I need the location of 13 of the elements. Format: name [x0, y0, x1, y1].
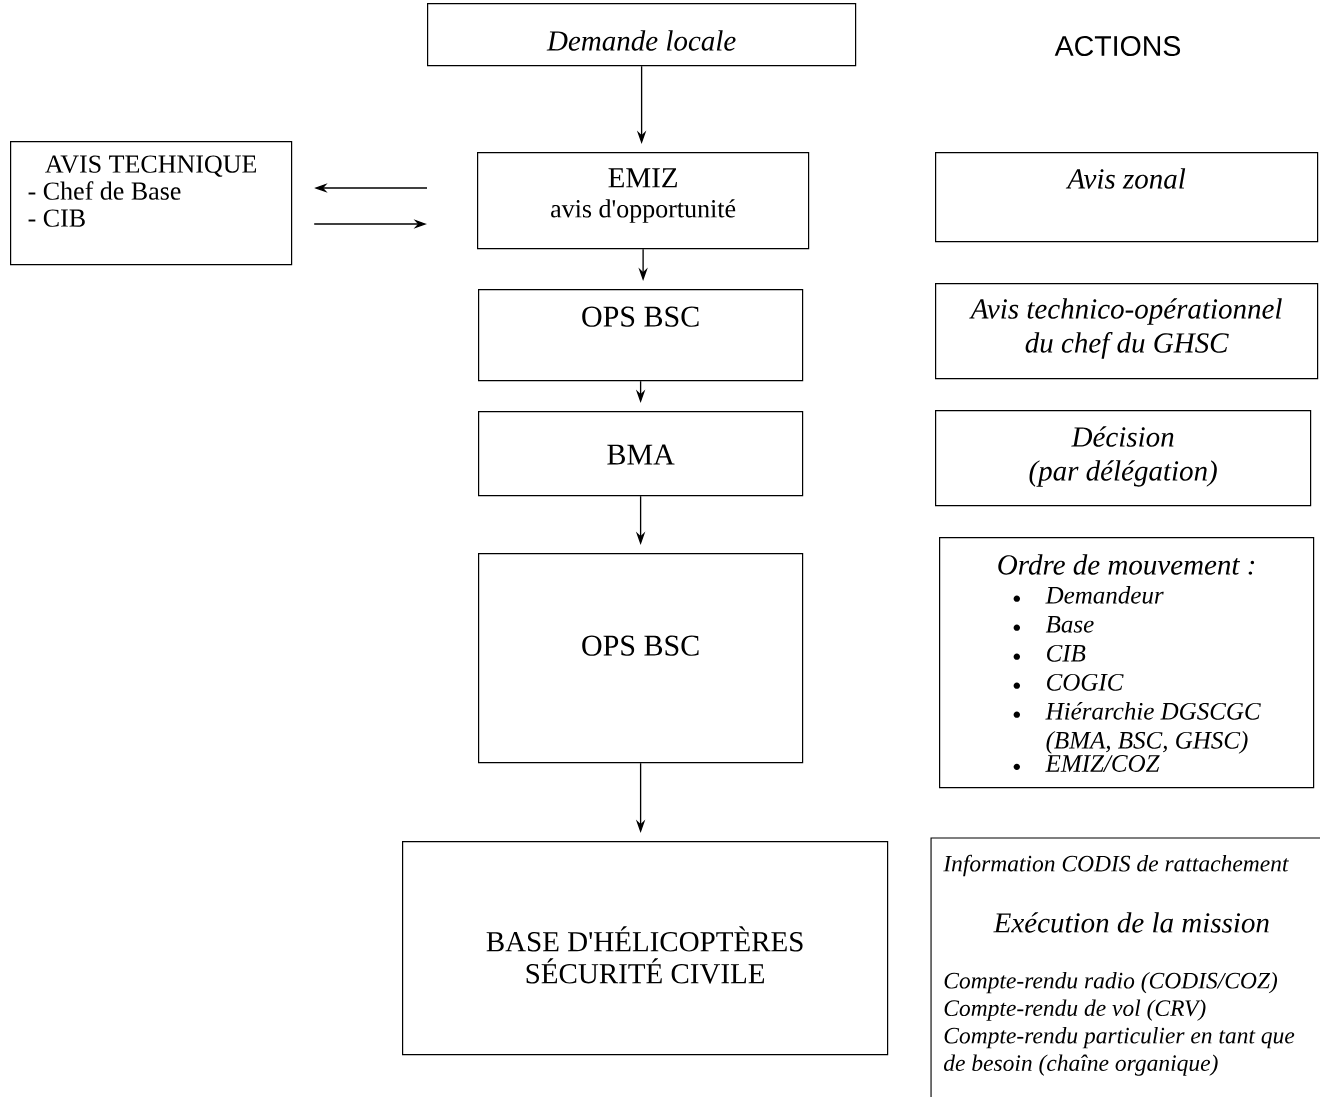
process-box: OPS BSC	[478, 553, 804, 764]
action-box: Ordre de mouvement : Demandeur Base CIB COGIC Hiérarchie DGSCGC (BMA, BSC, GHSC) EMIZ/COZ	[939, 537, 1315, 789]
process-box: BASE D'HÉLICOPTÈRES SÉCURITÉ CIVILE	[402, 841, 889, 1056]
process-box: BMA	[478, 411, 804, 497]
action-box: Avis technico-opérationnel du chef du GHSC	[935, 283, 1319, 380]
action-panel: Information CODIS de rattachement Exécution de la mission Compte-rendu radio (CODIS/COZ) Compte-rendu de vol (CRV) Compte-rendu particulier en tant que de besoin (chaîne organique)	[930, 837, 1320, 1097]
action-box: Décision (par délégation)	[935, 410, 1312, 507]
process-box: Demande locale	[427, 3, 857, 67]
action-box: Avis zonal	[935, 152, 1319, 243]
process-box: EMIZ avis d'opportunité	[477, 152, 810, 250]
advice-box: AVIS TECHNIQUE - Chef de Base - CIB	[10, 141, 293, 266]
heading: ACTIONS	[1054, 35, 1181, 57]
process-box: OPS BSC	[478, 289, 804, 382]
